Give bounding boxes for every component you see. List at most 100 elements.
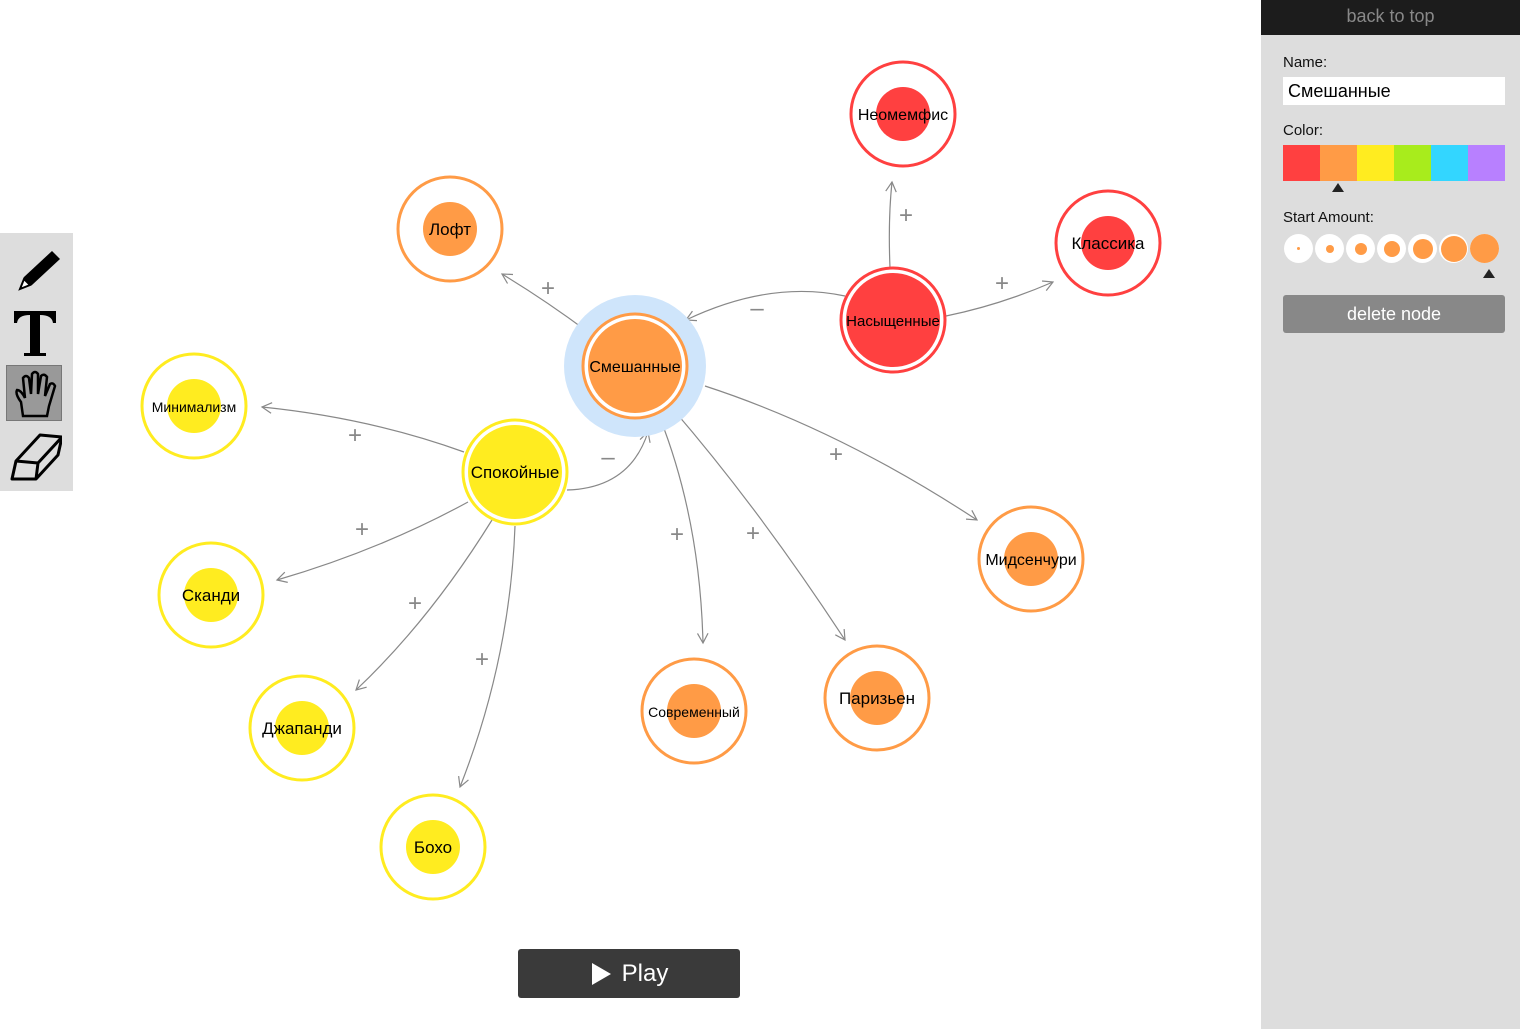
edge-sign-label: + xyxy=(670,521,684,548)
node[interactable]: Лофт xyxy=(396,175,504,283)
arrowhead-icon xyxy=(965,510,979,521)
edge-sign-label: – xyxy=(601,444,615,471)
edge-positive[interactable]: + xyxy=(704,385,979,521)
edge-sign-label: + xyxy=(475,646,489,673)
amount-option[interactable] xyxy=(1315,234,1344,263)
node-label: Неомемфис xyxy=(858,107,948,124)
node[interactable]: Мидсенчури xyxy=(977,505,1085,613)
amount-option[interactable] xyxy=(1408,234,1437,263)
edge-line[interactable] xyxy=(685,290,846,321)
node[interactable]: Сканди xyxy=(157,541,265,649)
node[interactable]: Паризьен xyxy=(823,644,931,752)
edge-positive[interactable]: + xyxy=(260,402,465,453)
arrowhead-icon xyxy=(500,273,514,284)
amount-option[interactable] xyxy=(1470,234,1499,263)
node-label: Мидсенчури xyxy=(985,552,1076,569)
edge-positive[interactable]: + xyxy=(275,501,469,583)
node[interactable]: Насыщенные xyxy=(839,266,947,374)
node[interactable]: Минимализм xyxy=(140,352,248,460)
node[interactable]: Джапанди xyxy=(248,674,356,782)
edge-sign-label: + xyxy=(899,202,913,229)
graph-canvas[interactable]: +–+++++–++++НеомемфисЛофтКлассикаНасыщен… xyxy=(0,0,1261,1029)
node[interactable]: Смешанные xyxy=(564,295,706,437)
text-tool[interactable] xyxy=(6,303,62,359)
amount-option[interactable] xyxy=(1377,234,1406,263)
node-fill xyxy=(1004,532,1058,586)
node[interactable]: Спокойные xyxy=(461,418,569,526)
edge-positive[interactable]: + xyxy=(671,407,846,642)
node-label: Сканди xyxy=(182,586,240,605)
node-label: Бохо xyxy=(414,838,452,857)
color-swatch[interactable] xyxy=(1431,145,1468,181)
node-fill xyxy=(406,820,460,874)
play-icon xyxy=(591,962,611,985)
name-label: Name: xyxy=(1283,54,1328,71)
node-label: Паризьен xyxy=(839,689,915,708)
eraser-tool[interactable] xyxy=(6,427,64,483)
node-fill xyxy=(275,701,329,755)
node-label: Джапанди xyxy=(262,719,342,738)
color-swatch[interactable] xyxy=(1357,145,1394,181)
node-fill xyxy=(846,273,940,367)
edge-negative[interactable]: – xyxy=(684,290,846,322)
edge-line[interactable] xyxy=(659,417,704,644)
pencil-tool[interactable] xyxy=(6,239,62,295)
node-label: Насыщенные xyxy=(846,313,940,330)
arrowhead-icon xyxy=(275,571,288,583)
node[interactable]: Бохо xyxy=(379,793,487,901)
amount-option[interactable] xyxy=(1284,234,1313,263)
start-amount-label: Start Amount: xyxy=(1283,209,1374,226)
edge-line[interactable] xyxy=(355,519,493,691)
node-label: Классика xyxy=(1071,234,1145,253)
node[interactable]: Современный xyxy=(640,657,748,765)
toolbar xyxy=(0,233,73,491)
edge-sign-label: + xyxy=(995,270,1009,297)
pencil-icon xyxy=(18,251,60,291)
edge-positive[interactable]: + xyxy=(659,417,709,645)
edge-negative[interactable]: – xyxy=(566,430,651,491)
edge-line[interactable] xyxy=(945,281,1054,317)
arrowhead-icon xyxy=(885,180,897,193)
edge-sign-label: + xyxy=(541,275,555,302)
node-fill xyxy=(167,379,221,433)
node-fill xyxy=(667,684,721,738)
node-label: Лофт xyxy=(429,220,471,239)
color-swatch[interactable] xyxy=(1320,145,1357,181)
name-input[interactable] xyxy=(1283,77,1505,105)
edge-line[interactable] xyxy=(888,181,893,269)
delete-node-button[interactable]: delete node xyxy=(1283,295,1505,333)
node-fill xyxy=(588,319,682,413)
color-swatch[interactable] xyxy=(1283,145,1320,181)
edge-sign-label: + xyxy=(355,516,369,543)
edge-line[interactable] xyxy=(459,525,516,788)
start-amount-picker xyxy=(1284,234,1499,263)
node-fill xyxy=(184,568,238,622)
color-swatch[interactable] xyxy=(1468,145,1505,181)
hand-tool[interactable] xyxy=(6,365,62,421)
edge-positive[interactable]: + xyxy=(885,180,913,269)
edge-positive[interactable]: + xyxy=(458,525,516,789)
edge-positive[interactable]: + xyxy=(500,273,589,333)
node[interactable]: Классика xyxy=(1054,189,1162,297)
amount-option[interactable] xyxy=(1346,234,1375,263)
color-swatch[interactable] xyxy=(1394,145,1431,181)
node-label: Современный xyxy=(648,704,740,720)
edge-line[interactable] xyxy=(566,431,649,491)
edge-positive[interactable]: + xyxy=(945,270,1055,317)
color-selected-marker xyxy=(1332,183,1344,192)
edge-line[interactable] xyxy=(261,406,465,453)
back-to-top-link[interactable]: back to top xyxy=(1261,0,1520,35)
edge-line[interactable] xyxy=(276,501,469,581)
node[interactable]: Неомемфис xyxy=(849,60,957,168)
node-fill xyxy=(876,87,930,141)
edge-sign-label: – xyxy=(750,295,764,322)
arrowhead-icon xyxy=(458,776,469,789)
edge-line[interactable] xyxy=(704,385,978,521)
node-label: Минимализм xyxy=(152,399,236,415)
amount-option[interactable] xyxy=(1439,234,1468,263)
play-button[interactable]: Play xyxy=(518,949,740,998)
edge-sign-label: + xyxy=(408,590,422,617)
edge-line[interactable] xyxy=(671,407,846,641)
edge-positive[interactable]: + xyxy=(355,519,493,691)
node-fill xyxy=(468,425,562,519)
